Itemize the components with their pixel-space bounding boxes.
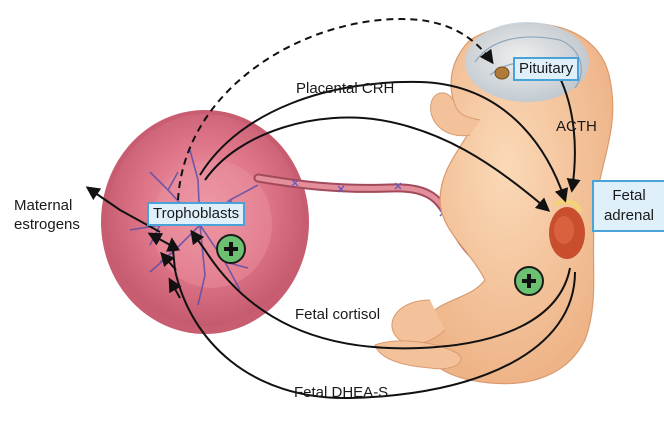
label-acth: ACTH bbox=[556, 118, 597, 136]
plus-icon bbox=[514, 266, 544, 296]
plus-icon bbox=[216, 234, 246, 264]
label-placental-crh: Placental CRH bbox=[296, 80, 394, 98]
trophoblasts-box: Trophoblasts bbox=[147, 202, 245, 226]
label-maternal-estrogens-line1: Maternal bbox=[14, 197, 72, 215]
label-maternal-estrogens-line2: estrogens bbox=[14, 216, 80, 234]
label-fetal-cortisol: Fetal cortisol bbox=[295, 306, 380, 324]
pituitary-box: Pituitary bbox=[513, 57, 579, 81]
label-fetal-dheas: Fetal DHEA-S bbox=[294, 384, 388, 402]
fetal-adrenal-line1: Fetal bbox=[598, 186, 660, 206]
fetal-adrenal-box: Fetal adrenal bbox=[592, 180, 664, 232]
fetal-adrenal-line2: adrenal bbox=[598, 206, 660, 226]
